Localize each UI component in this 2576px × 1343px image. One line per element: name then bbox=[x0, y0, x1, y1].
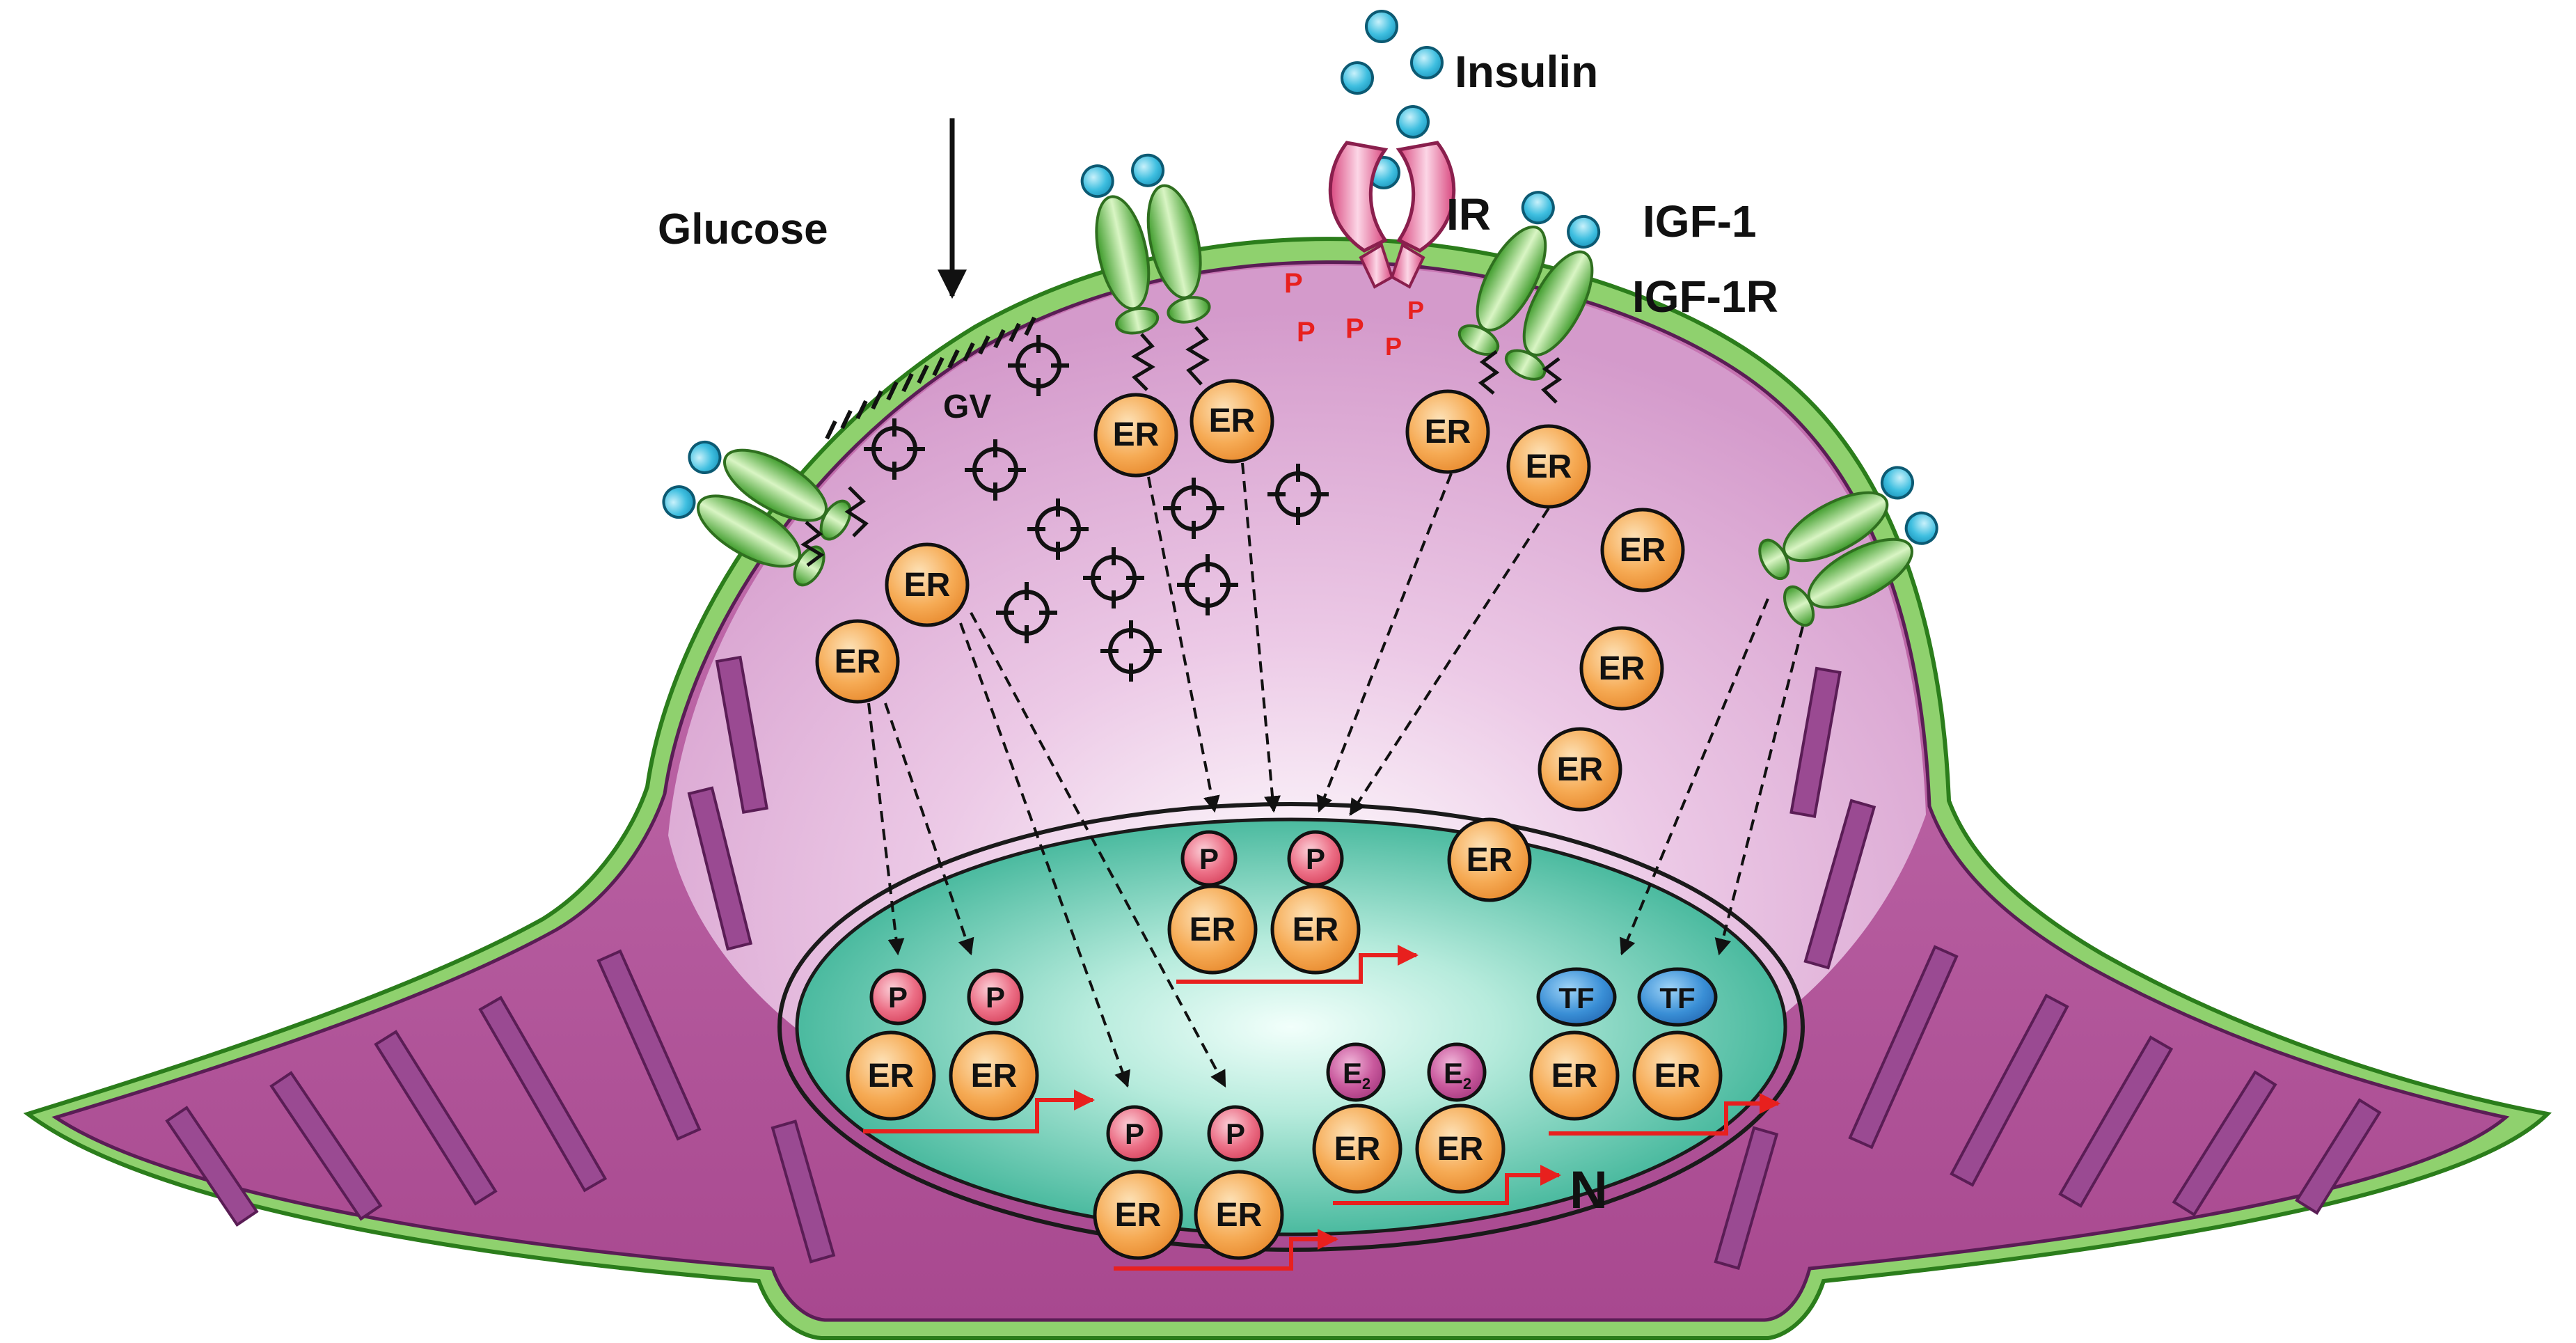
nuclear-complex-tf: TF TF ER ER bbox=[1529, 967, 1780, 1136]
svg-text:P: P bbox=[1385, 332, 1402, 361]
svg-text:TF: TF bbox=[1659, 982, 1695, 1014]
svg-text:ER: ER bbox=[1599, 650, 1645, 687]
svg-text:ER: ER bbox=[1557, 751, 1604, 788]
receptor-tethers bbox=[800, 326, 1563, 567]
svg-text:ER: ER bbox=[1526, 448, 1572, 485]
label-glucose: Glucose bbox=[658, 205, 828, 253]
svg-text:P: P bbox=[1125, 1117, 1144, 1150]
glucose-transporter-ticks bbox=[825, 316, 1036, 440]
svg-text:P: P bbox=[1407, 296, 1424, 324]
svg-text:ER: ER bbox=[1216, 1197, 1263, 1234]
svg-text:ER: ER bbox=[1113, 416, 1160, 453]
er-cytoplasm: ER ER ER ER ER ER ER ER ER ER bbox=[815, 379, 1685, 902]
svg-text:TF: TF bbox=[1558, 982, 1594, 1014]
label-nucleus: N bbox=[1570, 1161, 1608, 1220]
svg-text:E: E bbox=[1343, 1057, 1362, 1090]
label-gv: GV bbox=[943, 388, 991, 425]
label-ir: IR bbox=[1446, 189, 1491, 239]
nuclear-complex-top: P P ER ER bbox=[1167, 830, 1419, 984]
svg-text:ER: ER bbox=[1425, 414, 1471, 450]
nucleus bbox=[777, 802, 1805, 1252]
svg-text:P: P bbox=[1199, 842, 1219, 875]
svg-text:ER: ER bbox=[1209, 402, 1256, 439]
svg-text:ER: ER bbox=[835, 643, 881, 680]
label-insulin: Insulin bbox=[1455, 47, 1598, 97]
svg-text:ER: ER bbox=[1190, 911, 1236, 948]
svg-text:ER: ER bbox=[1467, 842, 1513, 879]
svg-text:E: E bbox=[1444, 1057, 1463, 1090]
nuclear-complex-left: P P ER ER bbox=[846, 968, 1095, 1133]
svg-text:P: P bbox=[1226, 1117, 1245, 1150]
svg-text:ER: ER bbox=[1654, 1058, 1701, 1094]
cytoskeleton-stripes bbox=[165, 655, 2382, 1271]
svg-text:P: P bbox=[986, 981, 1005, 1014]
svg-text:P: P bbox=[888, 981, 908, 1014]
svg-text:2: 2 bbox=[1362, 1075, 1370, 1092]
svg-text:ER: ER bbox=[1293, 911, 1339, 948]
svg-text:ER: ER bbox=[1437, 1131, 1484, 1168]
nuclear-complex-bottom: P P ER ER bbox=[1093, 1105, 1338, 1271]
svg-text:P: P bbox=[1297, 317, 1315, 347]
label-igf1r: IGF-1R bbox=[1632, 272, 1778, 322]
insulin-receptor bbox=[1328, 141, 1456, 289]
svg-text:ER: ER bbox=[1551, 1058, 1598, 1094]
svg-text:ER: ER bbox=[971, 1058, 1018, 1094]
svg-text:ER: ER bbox=[904, 567, 951, 604]
ir-phosphorylation: P P P P P bbox=[1284, 268, 1424, 361]
translocation-arrows bbox=[867, 462, 1804, 1088]
svg-text:ER: ER bbox=[1620, 532, 1666, 569]
insulin-molecules bbox=[1341, 10, 1444, 189]
svg-text:P: P bbox=[1284, 268, 1303, 299]
svg-text:ER: ER bbox=[868, 1058, 915, 1094]
nuclear-complex-e2: E 2 E 2 ER ER bbox=[1312, 1042, 1561, 1205]
svg-text:ER: ER bbox=[1334, 1131, 1381, 1168]
svg-text:P: P bbox=[1306, 842, 1325, 875]
svg-text:P: P bbox=[1345, 313, 1364, 344]
svg-text:2: 2 bbox=[1463, 1075, 1471, 1092]
svg-text:ER: ER bbox=[1115, 1197, 1162, 1234]
label-igf1: IGF-1 bbox=[1643, 196, 1757, 246]
